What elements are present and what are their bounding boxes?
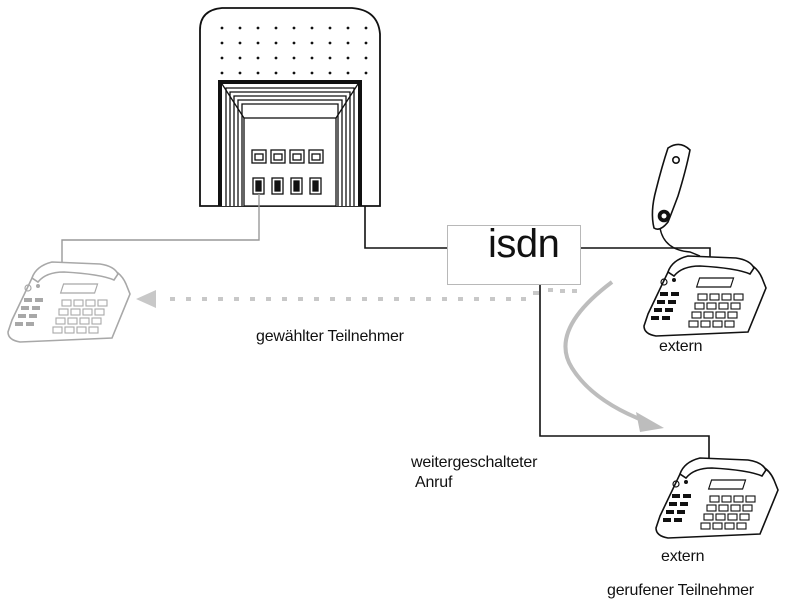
label-forwarded-line1: weitergeschalteter — [411, 454, 538, 471]
isdn-network-box — [447, 225, 581, 285]
label-extern-bottom: extern — [661, 548, 705, 565]
line-pbx-to-dialed — [61, 194, 260, 262]
wiring-lines — [61, 194, 711, 460]
pbx-device-icon — [199, 7, 381, 207]
extern-phone-top — [643, 143, 767, 337]
phone-icon — [7, 261, 131, 343]
arrow-icon — [136, 290, 156, 308]
line-isdn-to-extern-bottom — [539, 285, 710, 460]
phone-icon — [643, 255, 767, 337]
handset-icon — [651, 143, 691, 230]
label-called-subscriber: gerufener Teilnehmer — [607, 582, 754, 599]
phone-icon — [655, 457, 779, 539]
label-dialed-subscriber: gewählter Teilnehmer — [256, 328, 404, 345]
label-forwarded-line2: Anruf — [415, 474, 453, 491]
arrow-icon — [636, 412, 664, 432]
isdn-label: isdn — [488, 222, 560, 266]
label-extern-top: extern — [659, 338, 703, 355]
forward-arrow — [563, 280, 664, 432]
line-pbx-to-isdn — [364, 206, 447, 249]
handset-cord — [659, 227, 701, 257]
